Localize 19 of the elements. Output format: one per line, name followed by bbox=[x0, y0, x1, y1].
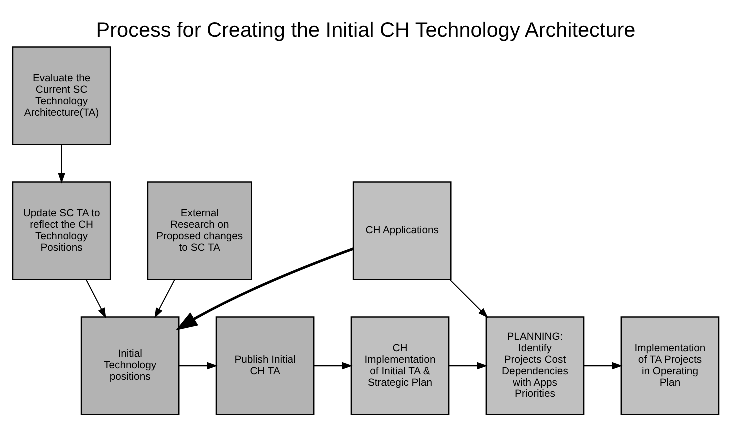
node-box: Update SC TA to reflect the CH Technology Positions bbox=[12, 181, 112, 280]
node-box: Initial Technology positions bbox=[80, 316, 180, 415]
node-box: Implementation of TA Projects in Operating Plan bbox=[620, 316, 720, 415]
node-box: PLANNING: Identify Projects Cost Dependencies with Apps Priorities bbox=[486, 316, 585, 415]
arrow bbox=[154, 279, 176, 318]
arrow bbox=[86, 279, 106, 318]
node-box: External Research on Proposed changes to SC TA bbox=[147, 181, 252, 280]
node-box: Evaluate the Current SC Technology Architecture(TA) bbox=[12, 46, 112, 146]
arrow bbox=[179, 362, 218, 370]
arrow bbox=[584, 362, 623, 370]
arrow bbox=[450, 279, 488, 318]
arrow bbox=[314, 362, 353, 370]
arrow bbox=[449, 362, 488, 370]
node-box: CH Applications bbox=[352, 181, 452, 280]
arrow bbox=[58, 144, 66, 184]
arrow bbox=[176, 247, 354, 330]
node-box: Publish Initial CH TA bbox=[216, 316, 315, 415]
node-box: CH Implementation of Initial TA & Strategic Plan bbox=[350, 316, 450, 415]
diagram-title: Process for Creating the Initial CH Technology Architecture bbox=[96, 18, 636, 42]
